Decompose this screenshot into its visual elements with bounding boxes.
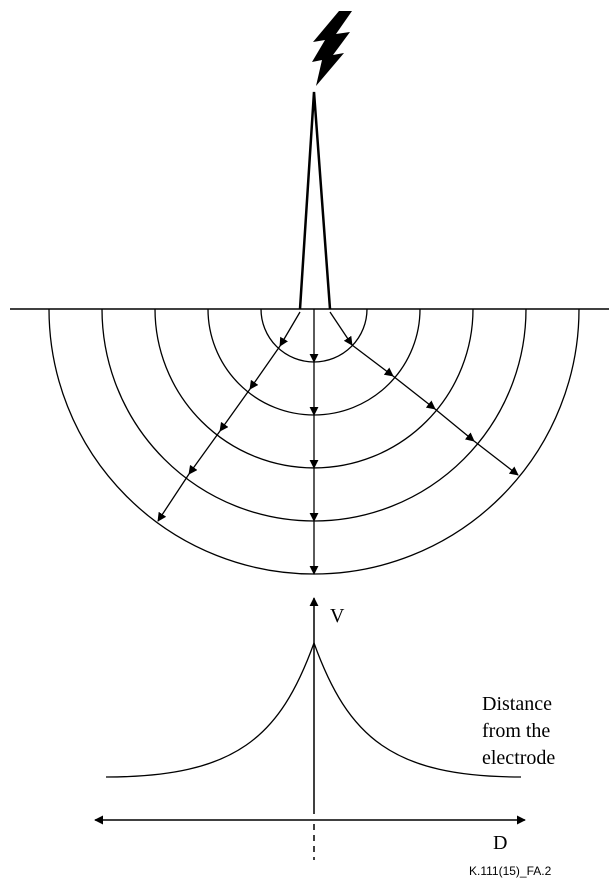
current-flow-lines xyxy=(157,309,519,575)
distance-label-line-2: from the xyxy=(482,720,550,742)
current-arrow-right-4 xyxy=(434,408,475,442)
d-axis-label: D xyxy=(493,832,507,854)
current-arrow-left-2 xyxy=(249,345,281,390)
current-arrow-left-5 xyxy=(157,473,190,522)
v-axis-label: V xyxy=(330,605,345,627)
current-arrow-right-2 xyxy=(351,344,394,377)
figure-code: K.111(15)_FA.2 xyxy=(469,864,552,878)
current-arrow-right-3 xyxy=(392,375,436,410)
potential-curve xyxy=(105,641,522,778)
current-arrow-left-1 xyxy=(279,311,301,347)
lightning-bolt-icon xyxy=(312,11,352,86)
electrode-rod xyxy=(298,91,332,310)
current-arrow-right-5 xyxy=(473,440,519,476)
distance-label-line-3: electrode xyxy=(482,747,555,769)
distance-label-line-1: Distance xyxy=(482,693,552,715)
current-arrow-right-1 xyxy=(329,311,353,346)
current-arrow-left-4 xyxy=(188,430,221,475)
current-arrow-left-3 xyxy=(219,388,251,432)
